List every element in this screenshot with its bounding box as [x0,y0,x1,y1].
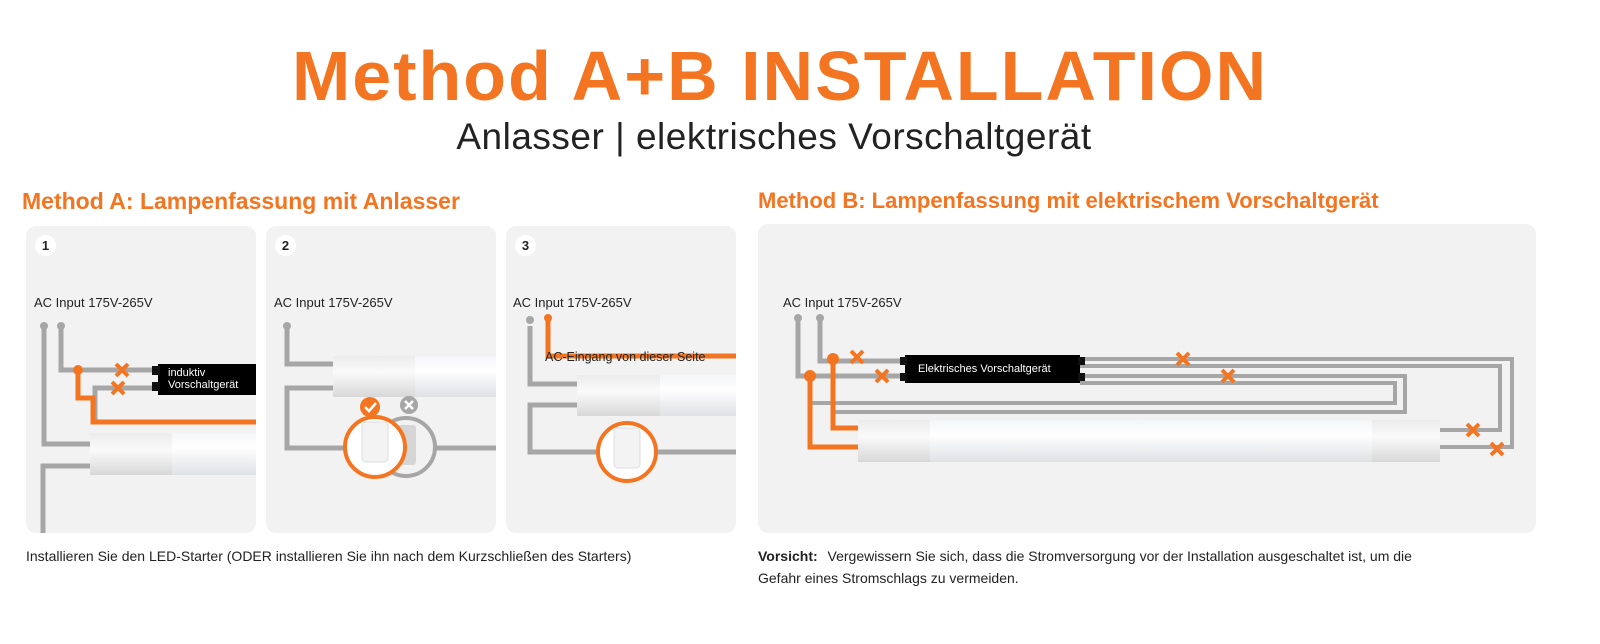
cross-icon [1220,368,1236,384]
cross-icon [1175,351,1191,367]
caution-label: Vorsicht: [758,548,818,564]
step-number-badge: 1 [35,235,56,256]
page-title: Method A+B INSTALLATION [292,37,1268,115]
ballast-label-line: induktiv [168,367,206,379]
ac-input-label: AC Input 175V-265V [34,295,153,310]
ac-input-label: AC Input 175V-265V [274,295,393,310]
electronic-ballast-label: Elektrisches Vorschaltgerät [918,363,1051,375]
tube-end-cap [333,356,415,397]
cross-icon [1489,441,1505,457]
ac-input-label: AC Input 175V-265V [783,295,902,310]
caution-line-1: Vorsicht: Vergewissern Sie sich, dass di… [758,548,1412,564]
page-subtitle: Anlasser | elektrisches Vorschaltgerät [456,116,1092,157]
cross-icon [849,349,865,365]
tube-end-cap [1372,420,1440,462]
step-1-wiring [40,322,256,533]
cross-icon [114,362,130,378]
cross-icon [110,380,126,396]
caution-text: Vergewissern Sie sich, dass die Stromver… [827,548,1412,564]
inductive-ballast [158,364,256,395]
ballast-label-line: Vorschaltgerät [168,379,239,391]
led-tube [858,420,1440,462]
method-b-heading: Method B: Lampenfassung mit elektrischem… [758,188,1379,213]
inductive-ballast-label: induktiv Vorschaltgerät [168,367,238,391]
ac-input-side-note: AC-Eingang von dieser Seite [545,350,706,364]
method-a-caption: Installieren Sie den LED-Starter (ODER i… [26,548,632,564]
ac-input-label: AC Input 175V-265V [513,295,632,310]
step-2-wiring [283,322,496,479]
tube-end-cap [577,375,660,416]
caution-line-2: Gefahr eines Stromschlags zu vermeiden. [758,570,1019,586]
method-b-wiring [794,314,1514,462]
method-a-heading: Method A: Lampenfassung mit Anlasser [22,188,460,214]
check-badge-icon [360,397,380,417]
step-number-badge: 3 [515,235,536,256]
cross-icon [874,368,890,384]
tube-end-cap [90,433,172,475]
step-3-wiring [526,314,736,483]
electronic-ballast [905,355,1080,383]
cross-icon [1465,422,1481,438]
tube-end-cap [858,420,930,462]
step-number-badge: 2 [275,235,296,256]
